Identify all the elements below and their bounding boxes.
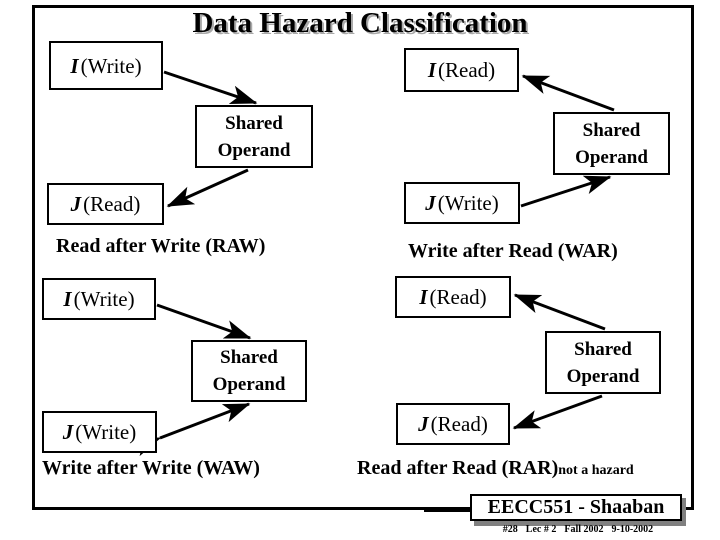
instruction-op: (Write) [437,191,499,215]
arrow-rar-operand-to-j [512,394,603,430]
rar-top-box-label: I(Read) [419,286,486,308]
instruction-op: (Write) [80,53,142,78]
instruction-op: (Read) [83,192,141,216]
instruction-letter: J [70,192,82,216]
footer-meta: #28 Lec # 2 Fall 2002 9-10-2002 [470,524,686,535]
footer-course-badge: EECC551 - Shaaban [470,494,682,521]
instruction-letter: I [63,287,72,311]
instruction-letter: J [62,420,74,444]
page-title: Data Hazard Classification [192,7,528,39]
operand-line-1: Shared [220,347,278,368]
operand-line-2: Operand [217,139,291,161]
instruction-letter: J [425,191,436,215]
rar-caption: Read after Read (RAR)not a hazard [357,457,634,480]
waw-top-box[interactable]: I(Write) [42,278,156,320]
war-top-box[interactable]: I(Read) [404,48,519,92]
instruction-op: (Write) [75,420,137,444]
rar-bottom-box[interactable]: J(Read) [396,403,510,445]
instruction-letter: I [419,285,428,309]
war-bottom-box[interactable]: J(Write) [404,182,520,224]
rar-caption-main: Read after Read (RAR) [357,457,559,479]
arrow-raw-i-to-operand [163,70,258,105]
raw-top-box[interactable]: I(Write) [49,41,163,90]
instruction-letter: J [418,412,429,436]
operand-line-2: Operand [566,365,640,387]
raw-bottom-box-label: J(Read) [71,193,141,215]
operand-line-2: Operand [575,146,648,168]
raw-top-box-label: I(Write) [70,55,141,77]
operand-line-1: Shared [582,119,641,141]
war-caption: Write after Read (WAR) [408,240,618,262]
raw-bottom-box[interactable]: J(Read) [47,183,164,225]
footer-rule [424,509,484,512]
slide-border-frame [32,5,694,510]
instruction-letter: I [427,58,437,82]
war-bottom-box-label: J(Write) [425,192,498,214]
raw-shared-operand-box[interactable]: Shared Operand [195,105,313,168]
footer-slide-number: #28 [502,524,518,535]
operand-line-1: Shared [574,338,632,360]
raw-caption: Read after Write (RAW) [56,235,266,257]
war-top-box-label: I(Read) [428,59,495,81]
footer-course-label: EECC551 - Shaaban [487,496,665,518]
waw-caption: Write after Write (WAW) [42,457,260,479]
arrow-waw-i-to-operand [156,303,252,340]
footer-term: Fall 2002 [564,524,604,535]
arrow-war-j-to-operand [520,175,612,208]
arrow-war-operand-to-i [521,74,615,112]
operand-line-2: Operand [212,374,286,395]
arrow-rar-operand-to-i [513,293,606,331]
footer-date: 9-10-2002 [611,524,654,535]
rar-top-box[interactable]: I(Read) [395,276,511,318]
instruction-op: (Write) [73,287,135,311]
waw-bottom-box-label: J(Write) [63,421,136,443]
operand-line-1: Shared [225,112,283,134]
instruction-op: (Read) [438,58,496,82]
rar-shared-operand-box[interactable]: Shared Operand [545,331,661,394]
waw-shared-operand-box[interactable]: Shared Operand [191,340,307,402]
arrow-raw-operand-to-j [166,168,249,208]
footer-lecture: Lec # 2 [525,524,557,535]
instruction-letter: I [70,53,79,78]
waw-top-box-label: I(Write) [63,288,134,310]
arrow-waw-j-to-operand [132,402,251,457]
war-shared-operand-box[interactable]: Shared Operand [553,112,670,175]
instruction-op: (Read) [430,412,488,436]
rar-caption-note: not a hazard [558,463,634,478]
instruction-op: (Read) [429,285,487,309]
waw-bottom-box[interactable]: J(Write) [42,411,157,453]
rar-bottom-box-label: J(Read) [418,413,488,435]
